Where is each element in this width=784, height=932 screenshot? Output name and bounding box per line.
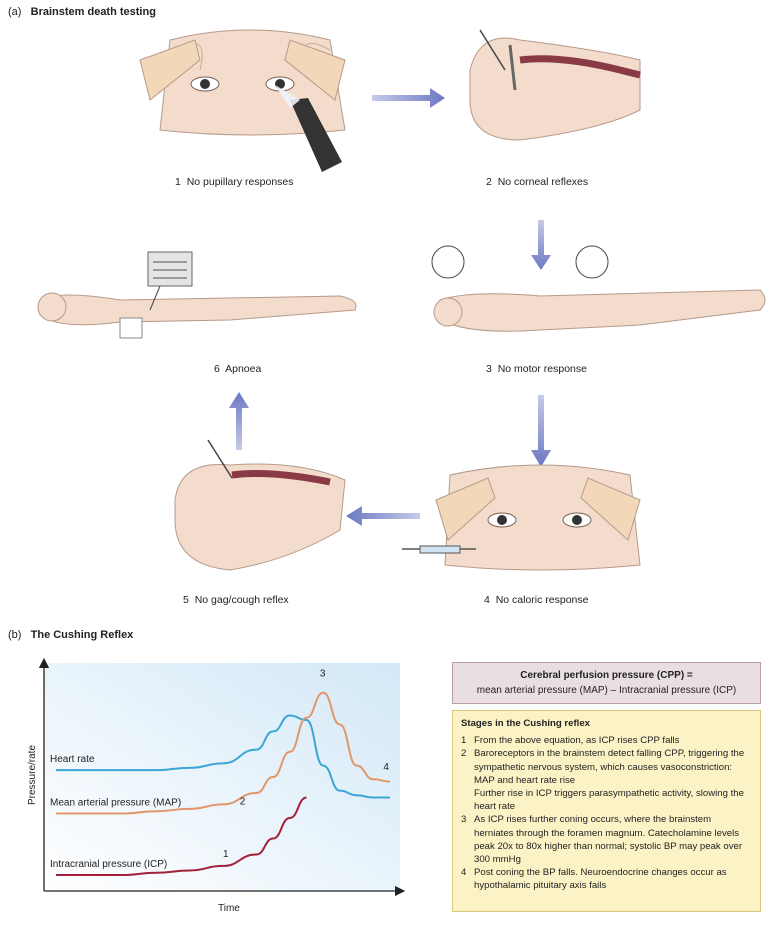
section-b-label: (b) — [8, 629, 22, 641]
step-1-label: No pupillary responses — [186, 176, 294, 188]
step-3-number: 3 — [486, 363, 492, 375]
arrow-up-5-to-6 — [229, 392, 249, 450]
step-5-number: 5 — [183, 594, 189, 606]
cushing-stages-box: Stages in the Cushing reflex 1 From the … — [452, 710, 761, 912]
section-b-title: The Cushing Reflex — [30, 629, 134, 641]
series-label-1: Mean arterial pressure (MAP) — [50, 797, 181, 808]
stage-text: Further rise in ICP triggers parasympath… — [474, 788, 744, 813]
step-5-caption: 5 No gag/cough reflex — [183, 594, 289, 606]
stage-marker-3: 3 — [320, 669, 326, 680]
step-3-caption: 3 No motor response — [486, 363, 587, 375]
caloric-test-illustration — [402, 464, 641, 571]
arrow-down-3-to-4 — [531, 395, 551, 467]
stage-number — [461, 787, 474, 813]
section-b-heading: (b) The Cushing Reflex — [8, 629, 133, 641]
series-line-2 — [56, 796, 307, 877]
stage-marker-4: 4 — [383, 762, 389, 773]
stage-marker-2: 2 — [240, 796, 246, 807]
motor-test-illustration — [431, 245, 766, 332]
stage-number: 3 — [461, 814, 467, 826]
step-2-caption: 2 No corneal reflexes — [486, 176, 588, 188]
section-a-title: Brainstem death testing — [30, 6, 156, 18]
section-a-label: (a) — [8, 6, 22, 18]
stage-marker-1: 1 — [223, 849, 229, 860]
formula-line-2: mean arterial pressure (MAP) – Intracran… — [476, 685, 737, 696]
stage-number: 1 — [461, 735, 467, 747]
stage-text: Post coning the BP falls. Neuroendocrine… — [474, 867, 727, 892]
pupillary-test-illustration — [139, 29, 346, 172]
step-6-caption: 6 Apnoea — [214, 363, 261, 375]
stage-number: 2 — [461, 748, 467, 760]
arrow-right-1-to-2 — [372, 88, 445, 108]
stage-text: Baroreceptors in the brainstem detect fa… — [474, 748, 745, 786]
stage-item: 4 Post coning the BP falls. Neuroendocri… — [461, 866, 752, 892]
arrow-down-2-to-3 — [531, 220, 551, 270]
step-3-label: No motor response — [497, 363, 587, 375]
step-4-label: No caloric response — [495, 594, 589, 606]
series-line-0 — [55, 714, 390, 799]
x-axis-label: Time — [218, 903, 240, 914]
plot-area — [44, 663, 400, 891]
step-1-caption: 1 No pupillary responses — [175, 176, 294, 188]
step-6-number: 6 — [214, 363, 220, 375]
step-4-number: 4 — [484, 594, 490, 606]
brainstem-testing-illustrations — [37, 29, 766, 571]
y-axis-label: Pressure/rate — [27, 745, 38, 805]
gag-test-illustration — [174, 439, 346, 571]
stage-number: 4 — [461, 867, 467, 879]
step-4-caption: 4 No caloric response — [484, 594, 588, 606]
series-label-0: Heart rate — [50, 754, 95, 765]
stage-item: 3 As ICP rises further coning occurs, wh… — [461, 813, 752, 866]
stage-item: 2 Baroreceptors in the brainstem detect … — [461, 747, 752, 787]
corneal-test-illustration — [469, 29, 641, 141]
step-1-number: 1 — [175, 176, 181, 188]
step-2-label: No corneal reflexes — [497, 176, 589, 188]
stage-text: As ICP rises further coning occurs, wher… — [474, 814, 743, 866]
section-a-heading: (a) Brainstem death testing — [8, 6, 156, 18]
stage-item: Further rise in ICP triggers parasympath… — [461, 787, 752, 813]
apnoea-test-illustration — [37, 251, 357, 339]
step-2-number: 2 — [486, 176, 492, 188]
series-line-1 — [55, 691, 391, 815]
stage-item: 1 From the above equation, as ICP rises … — [461, 734, 752, 747]
step-6-label: Apnoea — [225, 363, 262, 375]
stages-title: Stages in the Cushing reflex — [461, 718, 591, 729]
stage-text: From the above equation, as ICP rises CP… — [474, 735, 680, 747]
formula-line-1: Cerebral perfusion pressure (CPP) = — [520, 670, 693, 681]
series-label-2: Intracranial pressure (ICP) — [50, 859, 167, 870]
cpp-formula-box: Cerebral perfusion pressure (CPP) = mean… — [452, 662, 761, 704]
step-5-label: No gag/cough reflex — [194, 594, 289, 606]
arrow-left-4-to-5 — [346, 506, 420, 526]
